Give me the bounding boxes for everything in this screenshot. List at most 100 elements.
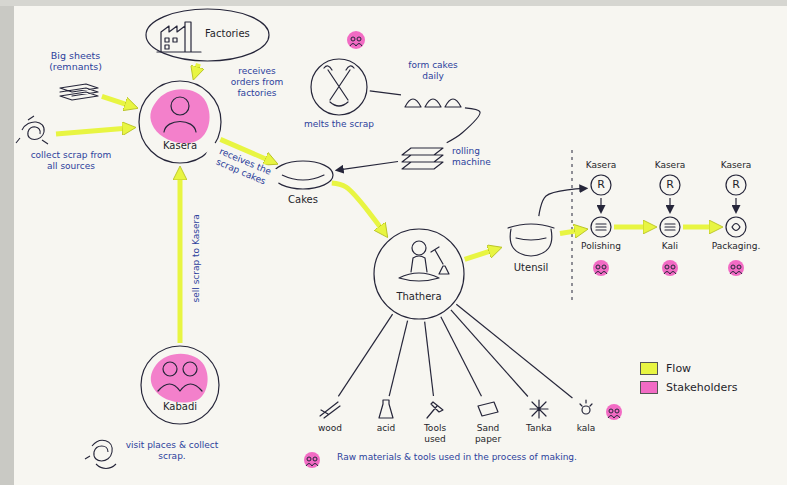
tools-sketch [431, 247, 449, 274]
node-label: Kabadi [140, 401, 220, 413]
node-shape [574, 398, 598, 420]
role-circle: KaseraR [652, 160, 694, 198]
node-label: rolling machine [452, 146, 510, 168]
product-ellipse: Cakes [272, 160, 334, 210]
node-outline [273, 161, 333, 189]
stakeholder-fill [151, 354, 208, 403]
node-label: Packaging. [704, 241, 768, 252]
process-step: Polishing [573, 216, 633, 254]
ink-line [669, 198, 670, 210]
people-icon [730, 265, 742, 274]
sheet-stack: Big sheets (remnants) [28, 50, 123, 105]
node-label: Big sheets (remnants) [28, 50, 123, 73]
node-label: Cakes [272, 194, 334, 206]
machine-sketch [402, 148, 443, 169]
page-edge [0, 0, 787, 6]
node-shape [400, 143, 445, 173]
stakeholder-dot [662, 260, 678, 276]
node-label: melts the scrap [300, 119, 378, 130]
machine-icon: rolling machine [400, 138, 512, 178]
node-label: Tanka [518, 423, 560, 434]
factory-circle: Factories [145, 8, 270, 62]
node-outline [311, 59, 367, 115]
node-outline [591, 217, 611, 237]
person-sketch [164, 122, 196, 133]
tanka-sketch [530, 400, 548, 418]
role-letter: R [590, 174, 612, 196]
process-symbol [596, 224, 606, 230]
node-shape [58, 78, 100, 100]
product-icon: Utensil [500, 218, 562, 280]
stakeholder-dot [606, 404, 622, 420]
node-outline [726, 217, 746, 237]
tongs-sketch [324, 66, 354, 106]
node-label: Sand paper [464, 423, 512, 445]
people-icon [595, 265, 607, 274]
people-icon [350, 37, 362, 46]
flow-arrow [560, 230, 581, 233]
material-item: Sand paper [464, 398, 512, 442]
people-icon [608, 409, 620, 418]
page-edge [0, 0, 14, 485]
flow-arrow [683, 225, 716, 230]
node-label: acid [366, 423, 406, 434]
flow-arrow [614, 225, 650, 230]
paper-sketch [478, 402, 498, 416]
sheets-sketch [60, 84, 98, 100]
material-item: Tools used [412, 398, 458, 442]
node-label: Factories [205, 28, 250, 40]
cakes-sketch [405, 99, 461, 107]
ink-line [447, 108, 480, 143]
node-label: Kali [638, 241, 702, 252]
flow-arrow [178, 173, 183, 343]
material-item: kala [566, 398, 606, 442]
stakeholder-dot [593, 260, 609, 276]
hammer-sketch [427, 402, 443, 418]
edge-label: receives the scrap cakes [203, 142, 283, 192]
role-circle: KaseraR [583, 160, 625, 198]
role-letter: R [725, 174, 747, 196]
node-label: Kasera [712, 160, 760, 171]
person-head [171, 97, 189, 115]
process-symbol [732, 224, 740, 231]
node-shape [504, 218, 558, 258]
node-outline [374, 229, 464, 319]
node-label: kala [566, 423, 606, 434]
person-sketch [399, 256, 439, 281]
material-item: acid [366, 398, 406, 442]
process-step: Kali [642, 216, 702, 254]
ink-line [339, 161, 398, 169]
process-symbol [665, 224, 675, 230]
role-letter: R [659, 174, 681, 196]
flow-arrow [102, 96, 132, 106]
legend-label: Flow [666, 362, 691, 375]
node-label: Tools used [412, 423, 458, 445]
process-step: Packaging. [708, 216, 768, 254]
connector-group [102, 64, 736, 398]
flow-arrow [332, 183, 384, 232]
node-label: Polishing [569, 241, 633, 252]
ink-line [441, 317, 482, 396]
node-outline [660, 175, 680, 195]
person-head [163, 362, 177, 376]
role-circle: KaseraR [718, 160, 760, 198]
material-item: Tanka [518, 398, 560, 442]
wood-sketch [320, 402, 340, 418]
stakeholder-dot [662, 260, 678, 276]
note-label: visit places & collect scrap. [120, 440, 224, 462]
bottle-sketch [379, 400, 393, 418]
node-label: Kasera [577, 160, 625, 171]
flow-arrow [195, 64, 198, 74]
person-sketch [158, 384, 202, 391]
node-shape [423, 398, 447, 420]
node-outline [146, 9, 269, 61]
person-head [412, 241, 426, 255]
stakeholder-dot [606, 404, 622, 420]
node-shape [374, 398, 398, 420]
ink-line [456, 304, 572, 398]
node-shape [318, 398, 342, 420]
node-shape [310, 58, 368, 116]
node-shape [140, 345, 220, 425]
legend-label: Stakeholders [666, 381, 738, 394]
